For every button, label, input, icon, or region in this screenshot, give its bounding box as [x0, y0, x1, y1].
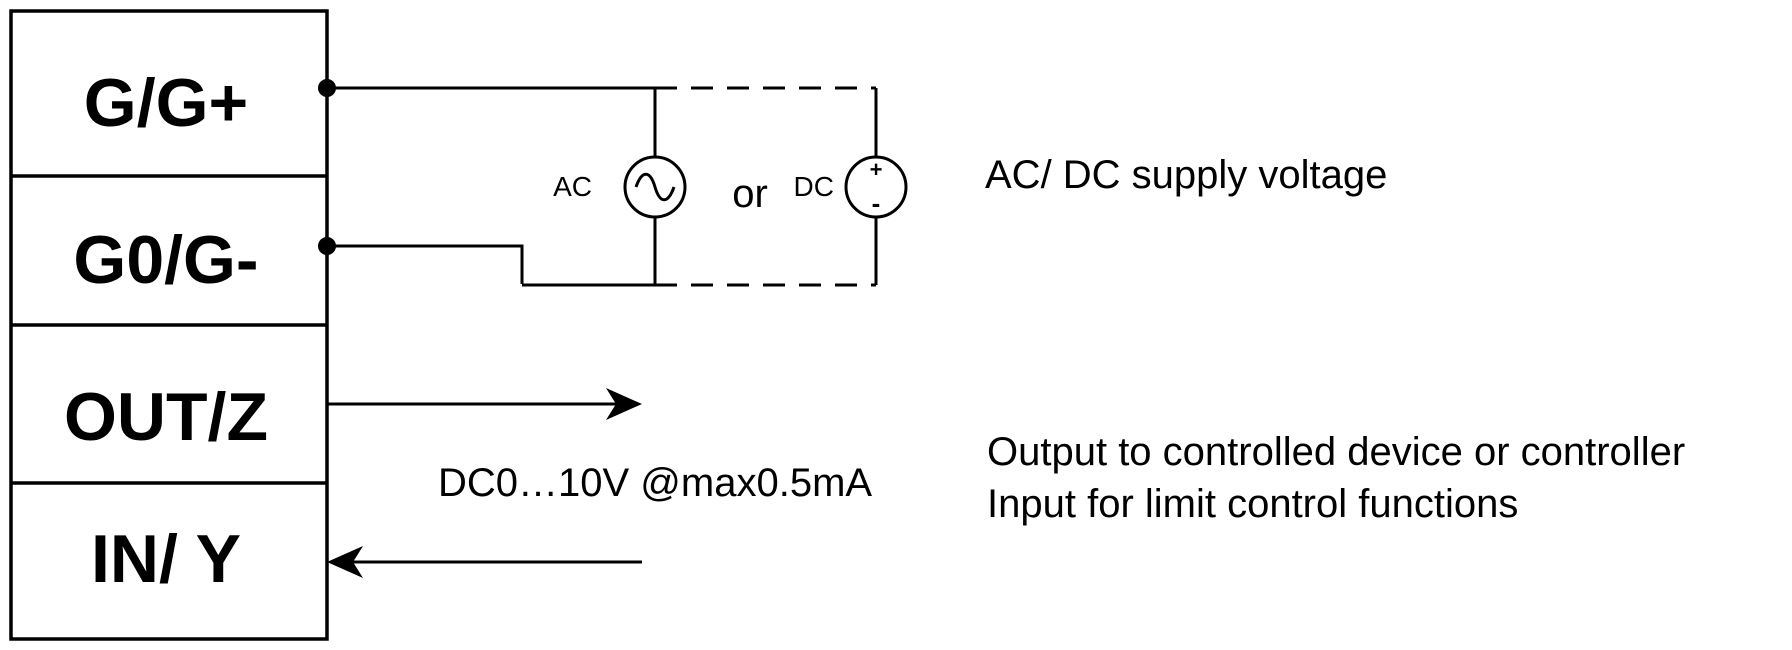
output-signal	[327, 388, 642, 420]
output-arrowhead-icon	[606, 388, 642, 420]
input-description: Input for limit control functions	[987, 482, 1518, 526]
dc-plus-sign: +	[870, 157, 883, 182]
or-label: or	[732, 172, 768, 216]
dc-label: DC	[794, 171, 834, 202]
supply-wire-bottom-stub	[327, 244, 524, 284]
terminal-label-in-y: IN/ Y	[91, 521, 241, 597]
input-signal	[327, 546, 642, 578]
terminal-block: G/G+ G0/G- OUT/Z IN/ Y	[9, 9, 329, 641]
signal-spec: DC0…10V @max0.5mA	[438, 461, 872, 505]
dc-minus-sign: -	[872, 188, 881, 218]
terminal-label-g-gplus: G/G+	[84, 65, 248, 141]
supply-description: AC/ DC supply voltage	[985, 153, 1387, 197]
output-description: Output to controlled device or controlle…	[987, 430, 1685, 474]
input-arrowhead-icon	[327, 546, 363, 578]
ac-source-symbol	[623, 155, 687, 219]
dc-source-symbol	[844, 155, 908, 219]
ac-sine-icon	[634, 172, 676, 202]
ac-label: AC	[553, 171, 592, 202]
terminal-label-out-z: OUT/Z	[64, 379, 268, 455]
terminal-label-g0-gminus: G0/G-	[73, 222, 258, 298]
supply-circuit: AC or + - DC	[318, 79, 908, 287]
